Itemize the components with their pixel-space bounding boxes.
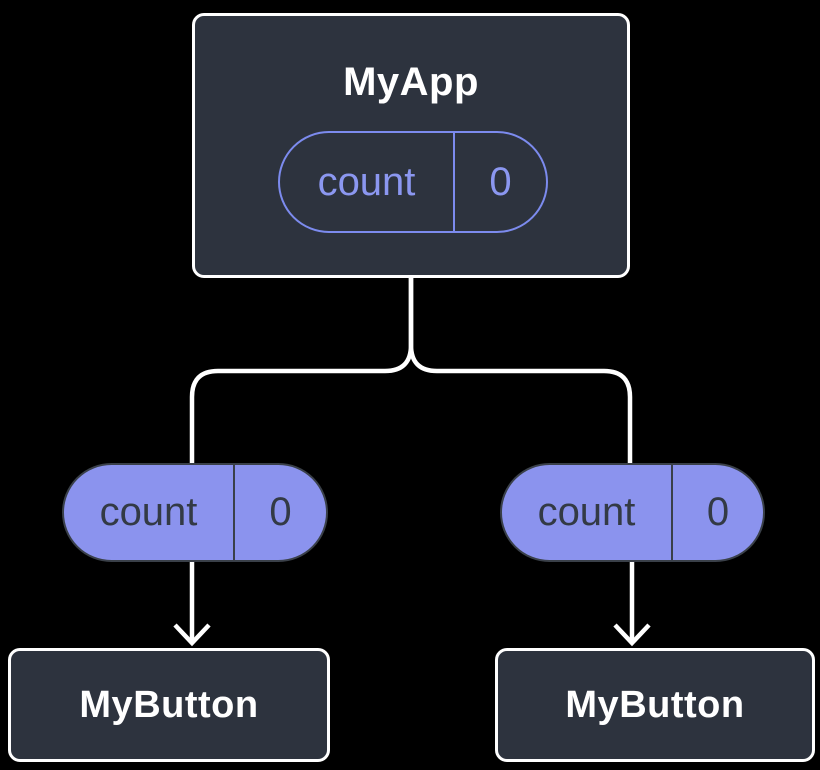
component-title: MyApp bbox=[343, 60, 479, 104]
branch-left-line bbox=[189, 268, 414, 470]
arrow-right-head-icon bbox=[613, 623, 651, 647]
component-node-myapp: MyApp count 0 bbox=[192, 13, 630, 278]
prop-pill-right: count 0 bbox=[500, 463, 765, 562]
prop-name: count bbox=[502, 465, 673, 560]
prop-pill-left: count 0 bbox=[62, 463, 328, 562]
prop-value: 0 bbox=[269, 490, 292, 534]
component-node-mybutton-right: MyButton bbox=[495, 648, 815, 762]
component-title: MyButton bbox=[79, 683, 259, 726]
component-node-mybutton-left: MyButton bbox=[8, 648, 330, 762]
state-name: count bbox=[280, 133, 455, 231]
component-title: MyButton bbox=[565, 683, 745, 726]
prop-value: 0 bbox=[706, 490, 730, 534]
state-pill-myapp: count 0 bbox=[278, 131, 548, 233]
state-value: 0 bbox=[489, 159, 512, 204]
branch-right-line bbox=[408, 268, 633, 470]
prop-name: count bbox=[64, 465, 235, 560]
arrow-left-head-icon bbox=[173, 623, 211, 647]
